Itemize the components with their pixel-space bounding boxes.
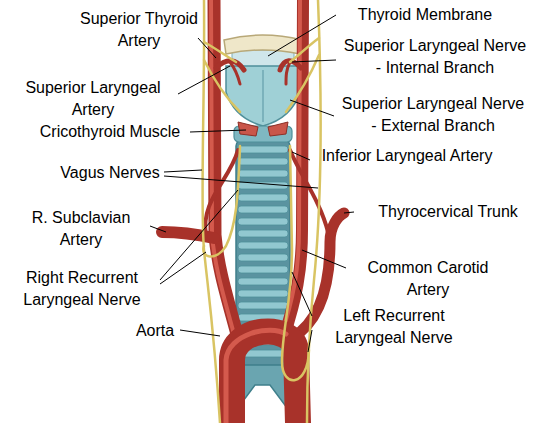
trachea-ring [238, 242, 288, 249]
part-label: Common Carotid Artery [348, 257, 508, 301]
trachea-ring [238, 194, 288, 201]
part-label: Superior Thyroid Artery [80, 8, 198, 52]
part-label: Right Recurrent Laryngeal Nerve [4, 267, 160, 311]
trachea-ring [238, 206, 288, 213]
part-label: Superior Laryngeal Artery [8, 77, 178, 121]
part-label: Thyroid Membrane [340, 4, 510, 26]
part-label: Left Recurrent Laryngeal Nerve [314, 305, 474, 349]
trachea-ring [238, 278, 288, 285]
leader-line [160, 252, 206, 284]
cricothyroid-muscle [238, 122, 258, 136]
arteries [162, 0, 344, 423]
leader-line [190, 130, 246, 132]
leader-line [292, 152, 310, 160]
trachea-ring [238, 290, 288, 297]
leader-line [178, 66, 230, 94]
leader-line [180, 330, 220, 336]
trachea-ring [238, 218, 288, 225]
leader-line [150, 226, 166, 232]
trachea-ring [238, 254, 288, 261]
trachea-ring [238, 266, 288, 273]
leader-line [290, 100, 334, 116]
trachea-ring [238, 230, 288, 237]
left-recurrent-laryngeal-nerve [282, 146, 309, 380]
nerves [202, 0, 320, 423]
leader-line [344, 212, 354, 213]
superior-laryngeal-nerve-internal [204, 42, 236, 62]
part-label: R. Subclavian Artery [14, 207, 148, 251]
right-recurrent-laryngeal-nerve [203, 146, 240, 257]
cartilage-ridge [262, 70, 264, 122]
leader-line [302, 250, 346, 268]
trachea-ring [238, 302, 288, 309]
part-label: Aorta [130, 320, 180, 342]
part-label: Superior Laryngeal Nerve - Internal Bran… [340, 35, 530, 79]
trachea-ring [238, 158, 288, 165]
part-label: Vagus Nerves [56, 162, 164, 184]
leader-line [164, 176, 318, 188]
leader-line [164, 170, 202, 172]
superior-laryngeal-nerve-external [204, 60, 240, 112]
part-label: Superior Laryngeal Nerve - External Bran… [338, 93, 528, 137]
hyoid-bone [224, 35, 302, 54]
larynx [224, 35, 302, 142]
trachea-ring [238, 146, 288, 153]
cricothyroid-muscle [268, 122, 288, 136]
leader-line [160, 190, 238, 280]
superior-laryngeal-artery [230, 62, 240, 84]
leader-line [292, 60, 336, 62]
superior-laryngeal-nerve-internal [290, 38, 319, 62]
part-label: Thyrocervical Trunk [358, 201, 538, 223]
leader-line [198, 38, 216, 58]
artery-highlight [226, 330, 286, 423]
trachea-ring [238, 170, 288, 177]
part-label: Inferior Laryngeal Artery [312, 145, 502, 167]
leader-lines [150, 15, 354, 352]
leader-line [268, 15, 336, 56]
part-label: Cricothyroid Muscle [30, 121, 190, 143]
superior-laryngeal-nerve-external [286, 55, 319, 112]
leader-line [292, 272, 312, 316]
superior-laryngeal-artery [286, 62, 290, 84]
leader-line [308, 330, 312, 352]
